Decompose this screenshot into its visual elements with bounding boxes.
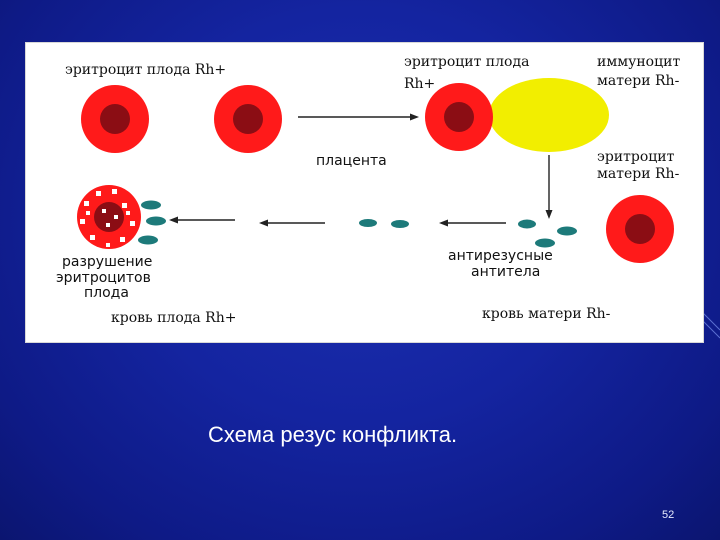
antibody-group-right bbox=[518, 220, 577, 248]
label-fetal-erythrocyte: эритроцит плода bbox=[404, 55, 529, 69]
fetal-erythrocyte-1 bbox=[81, 85, 149, 153]
label-immunocyte: иммуноцит bbox=[597, 55, 680, 69]
label-maternal-erythrocyte: эритроцит bbox=[597, 150, 674, 164]
arrow-right bbox=[298, 114, 419, 121]
label-maternal-blood: кровь матери Rh- bbox=[482, 307, 610, 321]
label-destruction-2: эритроцитов bbox=[56, 271, 151, 285]
antibody-group-left bbox=[138, 201, 166, 245]
arrow-left-2 bbox=[259, 220, 325, 227]
rh-conflict-diagram: эритроцит плода Rh+ эритроцит плода Rh+ … bbox=[25, 42, 704, 343]
fetal-erythrocyte-3 bbox=[425, 83, 493, 151]
immunocyte bbox=[489, 78, 609, 152]
arrow-left-3 bbox=[169, 217, 235, 224]
arrow-left-1 bbox=[439, 220, 506, 227]
maternal-erythrocyte bbox=[606, 195, 674, 263]
label-destruction-3: плода bbox=[84, 286, 129, 300]
label-immunocyte-mother: матери Rh- bbox=[597, 74, 679, 88]
label-maternal-rh: матери Rh- bbox=[597, 167, 679, 181]
arrow-down bbox=[546, 155, 553, 219]
fetal-erythrocyte-2 bbox=[214, 85, 282, 153]
antibody-group-middle bbox=[359, 219, 409, 228]
slide-caption: Схема резус конфликта. bbox=[208, 422, 457, 448]
label-antibodies: антирезусные bbox=[448, 249, 553, 263]
label-destruction-1: разрушение bbox=[62, 255, 152, 269]
label-fetal-erythrocyte-rh-pos: эритроцит плода Rh+ bbox=[65, 63, 226, 77]
label-fetal-rh: Rh+ bbox=[404, 77, 435, 91]
destroyed-erythrocyte bbox=[77, 185, 141, 249]
label-fetal-blood: кровь плода Rh+ bbox=[111, 311, 236, 325]
slide-number: 52 bbox=[662, 509, 674, 521]
label-placenta: плацента bbox=[316, 154, 387, 168]
label-antibodies-2: антитела bbox=[471, 265, 540, 279]
